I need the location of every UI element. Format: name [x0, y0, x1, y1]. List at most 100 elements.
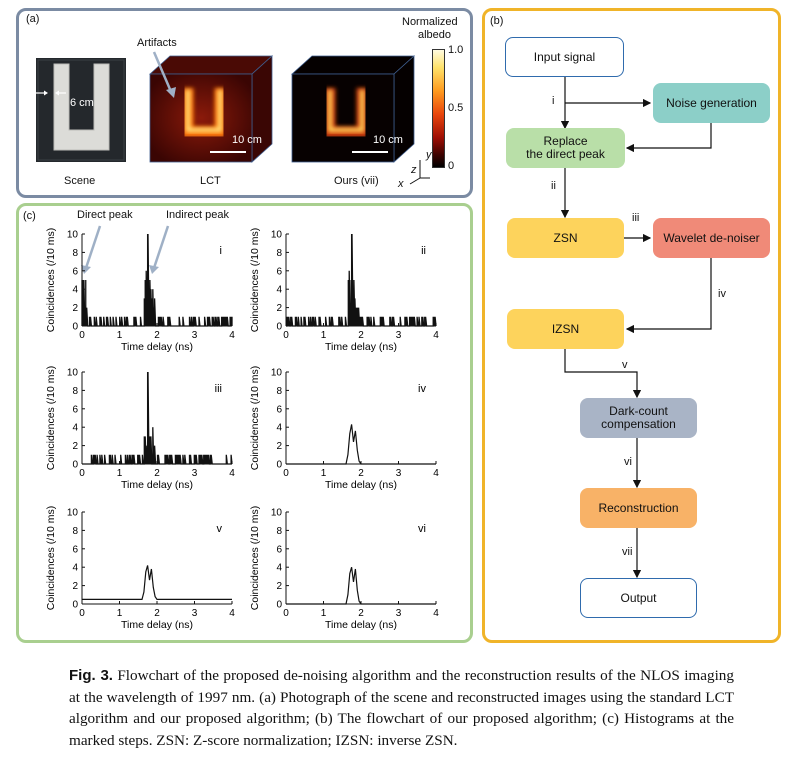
x-tick-label: 3	[396, 608, 402, 619]
x-axis-label: Time delay (ns)	[325, 341, 397, 353]
y-tick-label: 2	[276, 581, 282, 592]
x-tick-label: 2	[358, 608, 364, 619]
x-tick-label: 4	[433, 468, 439, 479]
x-tick-label: 0	[283, 330, 289, 341]
histogram-id-label: iv	[418, 383, 426, 395]
x-tick-label: 2	[154, 330, 160, 341]
x-axis-label: Time delay (ns)	[325, 479, 397, 491]
colorbar-tick-max: 1.0	[448, 44, 464, 56]
y-tick-label: 2	[276, 441, 282, 452]
x-tick-label: 3	[192, 330, 198, 341]
histogram-trace-ii	[286, 233, 437, 327]
step-iii: iii	[632, 212, 640, 224]
scale-label-photo: 6 cm	[70, 97, 94, 109]
y-tick-label: 8	[276, 526, 282, 537]
x-axis-label: Time delay (ns)	[121, 341, 193, 353]
colorbar-tick-mid: 0.5	[448, 102, 464, 114]
scale-label-lct: 10 cm	[232, 134, 262, 146]
histogram-id-label: iii	[215, 383, 222, 395]
x-tick-label: 4	[229, 468, 235, 479]
axes-glyph	[409, 160, 430, 185]
y-axis-label: Coincidences (/10 ms)	[45, 228, 57, 332]
x-tick-label: 3	[396, 468, 402, 479]
y-tick-label: 8	[72, 248, 78, 259]
x-tick-label: 0	[283, 608, 289, 619]
x-tick-label: 0	[79, 330, 85, 341]
histogram-id-label: vi	[418, 523, 426, 535]
node-dark-count-compensation: Dark-count compensation	[580, 398, 697, 438]
y-tick-label: 6	[72, 544, 78, 555]
y-axis-label: Coincidences (/10 ms)	[45, 506, 57, 610]
y-tick-label: 0	[72, 322, 78, 333]
histogram-trace-iv	[286, 424, 436, 465]
flowchart-arrows	[560, 77, 712, 579]
y-tick-label: 6	[72, 404, 78, 415]
scene-label: Scene	[64, 175, 96, 187]
colorbar-title-line1: Normalized	[402, 16, 458, 28]
colorbar	[432, 49, 445, 168]
x-tick-label: 0	[79, 468, 85, 479]
y-tick-label: 0	[276, 322, 282, 333]
y-tick-label: 0	[72, 460, 78, 471]
caption-label: Fig. 3.	[69, 667, 113, 684]
y-tick-label: 4	[276, 285, 282, 296]
step-vii: vii	[622, 546, 633, 558]
node-replace-direct-peak: Replace the direct peak	[506, 128, 625, 168]
histogram-id-label: v	[217, 523, 223, 535]
caption-text: Flowchart of the proposed de-noising alg…	[69, 667, 734, 749]
indirect-peak-label: Indirect peak	[166, 209, 229, 221]
y-tick-label: 0	[276, 600, 282, 611]
x-tick-label: 2	[154, 608, 160, 619]
x-tick-label: 2	[358, 468, 364, 479]
scale-label-ours: 10 cm	[373, 134, 403, 146]
y-tick-label: 0	[276, 460, 282, 471]
node-input-signal: Input signal	[505, 37, 624, 77]
y-tick-label: 10	[271, 508, 283, 519]
y-tick-label: 2	[72, 581, 78, 592]
lct-label: LCT	[200, 175, 221, 187]
node-izsn: IZSN	[507, 309, 624, 349]
y-tick-label: 2	[72, 441, 78, 452]
y-axis-label: Coincidences (/10 ms)	[249, 506, 261, 610]
y-tick-label: 2	[276, 303, 282, 314]
figure-caption: Fig. 3. Flowchart of the proposed de-noi…	[69, 665, 734, 751]
x-tick-label: 4	[229, 608, 235, 619]
node-output: Output	[580, 578, 697, 618]
y-tick-label: 6	[276, 404, 282, 415]
y-tick-label: 4	[72, 563, 78, 574]
y-tick-label: 10	[67, 508, 79, 519]
y-tick-label: 10	[271, 230, 283, 241]
node-noise-generation: Noise generation	[653, 83, 770, 123]
panel-b-label: (b)	[490, 15, 504, 27]
axis-x-label: x	[398, 178, 404, 190]
step-vi: vi	[624, 456, 632, 468]
x-axis-label: Time delay (ns)	[325, 619, 397, 631]
x-tick-label: 1	[321, 330, 327, 341]
x-axis-label: Time delay (ns)	[121, 479, 193, 491]
x-tick-label: 1	[117, 608, 123, 619]
y-tick-label: 8	[72, 386, 78, 397]
y-axis-label: Coincidences (/10 ms)	[45, 366, 57, 470]
y-tick-label: 4	[72, 285, 78, 296]
scale-arrows-photo	[36, 86, 66, 98]
step-iv: iv	[718, 288, 726, 300]
x-tick-label: 1	[321, 468, 327, 479]
y-tick-label: 4	[276, 423, 282, 434]
histogram-id-label: ii	[421, 245, 426, 257]
x-tick-label: 4	[433, 330, 439, 341]
x-axis-label: Time delay (ns)	[121, 619, 193, 631]
y-tick-label: 0	[72, 600, 78, 611]
step-ii: ii	[551, 180, 556, 192]
y-tick-label: 8	[276, 248, 282, 259]
panel-b	[482, 8, 781, 643]
histogram-trace-vi	[286, 567, 436, 605]
x-tick-label: 3	[192, 468, 198, 479]
panel-c	[16, 203, 473, 643]
x-tick-label: 3	[192, 608, 198, 619]
